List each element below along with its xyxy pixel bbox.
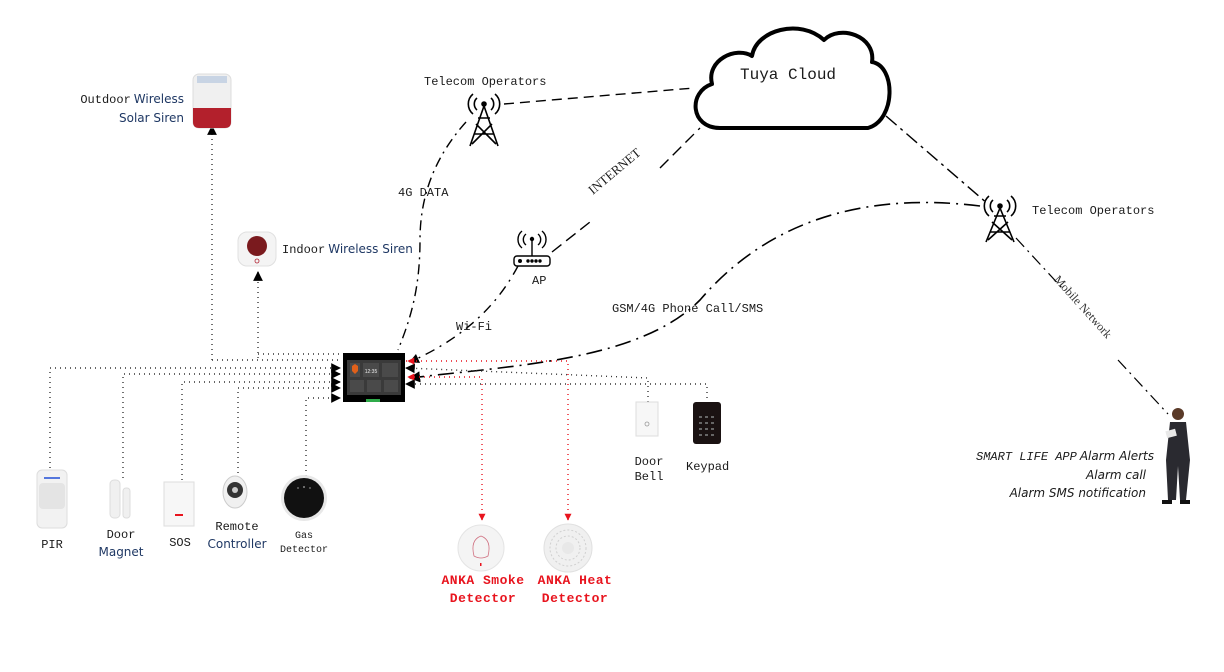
right-sensor-lines: [405, 363, 708, 402]
outdoor-siren-device: [192, 73, 232, 129]
sensor-label-sos: SOS: [169, 536, 191, 550]
sensor-label-remote-controller: Remote Controller: [206, 520, 268, 552]
detector-label-smoke: ANKA Smoke Detector: [440, 572, 526, 608]
left-sensor-lines: [49, 125, 341, 480]
link-wifi: [409, 265, 519, 363]
alert-alarm-sms: Alarm SMS notification: [1009, 486, 1146, 500]
indoor-siren-label: Indoor Wireless Siren: [282, 242, 413, 258]
tower-icon-left: [467, 93, 501, 147]
user-person-figure: [1162, 408, 1190, 504]
link-internet: [551, 127, 701, 253]
sos-button-device: [163, 481, 195, 527]
detector-lines: [406, 360, 569, 520]
remote-controller-device: [222, 475, 248, 509]
telecom-operator-label-left-text: Telecom Operators: [424, 75, 547, 89]
pir-sensor-device: [36, 469, 68, 529]
sensor-label-gas-line1: Gas: [294, 531, 313, 542]
sensor-label-remote-line2: Controller: [207, 537, 267, 551]
app-name-label: SMART LIFE APP: [976, 450, 1077, 464]
doorbell-device: [635, 401, 659, 437]
sensor-label-remote-line1: Remote: [215, 520, 259, 534]
detector-label-smoke-line1: ANKA Smoke: [441, 573, 525, 588]
link-label-gsm: GSM/4G Phone Call/SMS: [612, 302, 764, 316]
telecom-operator-label-right: Telecom Operators: [1032, 204, 1155, 218]
sensor-label-door-magnet: Door Magnet: [96, 528, 146, 560]
alarm-control-panel: [343, 353, 405, 402]
sensor-label-pir: PIR: [41, 538, 63, 552]
link-mobile-network: [1015, 237, 1169, 415]
sensor-label-gas-line2: Detector: [279, 545, 328, 556]
indoor-siren-label-a: Indoor: [282, 243, 326, 257]
detector-label-smoke-line2: Detector: [449, 591, 517, 606]
cloud-label: Tuya Cloud: [740, 66, 837, 84]
link-label-wifi: Wi-Fi: [456, 320, 493, 334]
link-4g-data: [397, 121, 467, 351]
telecom-operator-label-left: Telecom Operators: [424, 74, 546, 90]
sensor-label-door-bell-line1: Door: [634, 455, 664, 469]
cloud-shape: [693, 26, 892, 130]
link-label-4g-data: 4G DATA: [398, 186, 449, 200]
router-icon: [513, 230, 551, 267]
outdoor-siren-label-b: Wireless: [133, 92, 184, 106]
heat-detector-device: [543, 523, 593, 573]
detector-label-heat-line1: ANKA Heat: [537, 573, 613, 588]
outdoor-siren-label-a: Outdoor: [80, 93, 131, 107]
sensor-label-door-magnet-line2: Magnet: [98, 545, 144, 559]
detector-label-heat-line2: Detector: [541, 591, 609, 606]
sensor-label-door-magnet-line1: Door: [106, 528, 136, 542]
user-notifications: SMART LIFE APP Alarm Alerts Alarm call A…: [940, 447, 1154, 502]
detector-label-heat: ANKA Heat Detector: [532, 572, 618, 608]
indoor-siren-device: [237, 231, 277, 267]
link-gsm: [408, 201, 981, 383]
alert-alarm-alerts: Alarm Alerts: [1079, 449, 1154, 463]
smoke-detector-device: [457, 524, 505, 572]
link-tower-cloud: [503, 87, 695, 105]
outdoor-siren-label: Outdoor Wireless Solar Siren: [70, 92, 184, 126]
sensor-label-keypad: Keypad: [686, 460, 730, 474]
panel-clock: 12:35: [365, 369, 378, 375]
door-magnet-device: [109, 479, 131, 519]
link-cloud-tower-right: [885, 115, 989, 205]
access-point-label: AP: [532, 274, 547, 288]
sensor-label-gas-detector: Gas Detector: [274, 530, 334, 558]
sensor-label-door-bell: Door Bell: [630, 455, 668, 485]
sensor-label-door-bell-line2: Bell: [634, 470, 664, 484]
keypad-device: [693, 402, 721, 444]
gas-detector-device: [281, 475, 327, 521]
outdoor-siren-label-line2: Solar Siren: [118, 111, 184, 125]
tower-icon-right: [983, 195, 1017, 243]
alert-alarm-call: Alarm call: [1086, 468, 1146, 482]
indoor-siren-label-b: Wireless Siren: [328, 242, 413, 256]
